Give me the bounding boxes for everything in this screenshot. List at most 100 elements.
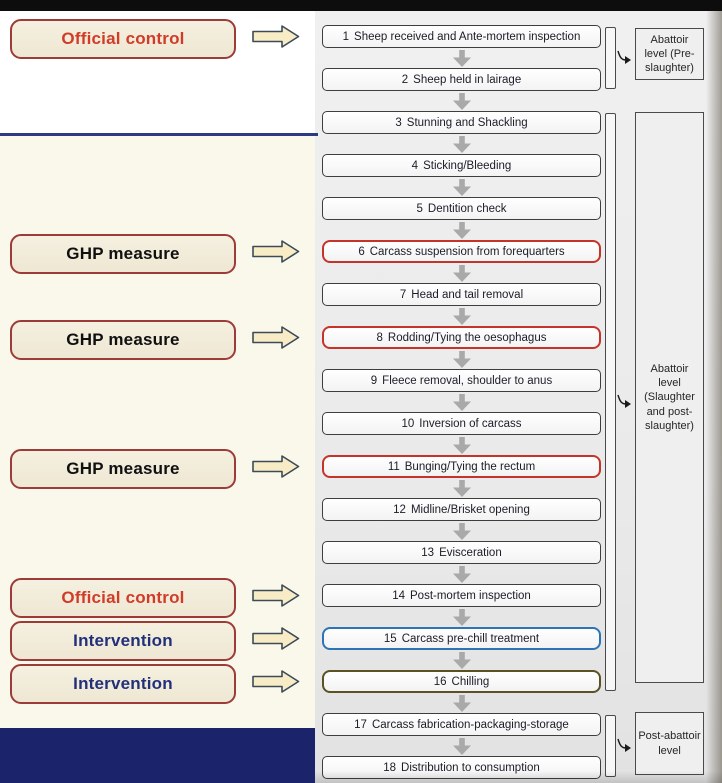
flow-down-arrow-icon	[322, 564, 601, 584]
stage-bracket	[605, 27, 616, 89]
top-black-bar	[0, 0, 722, 11]
stage-label-box: Post-abattoir level	[635, 712, 704, 775]
step-number: 10	[401, 417, 415, 430]
control-label-text: Intervention	[73, 630, 173, 650]
step-number: 1	[342, 30, 350, 43]
step-number: 11	[387, 460, 400, 473]
step-box-10: 10 Inversion of carcass	[322, 412, 601, 435]
step-number: 3	[395, 116, 402, 129]
step-number: 9	[370, 374, 378, 387]
step-number: 7	[399, 288, 407, 301]
flow-down-arrow-icon	[322, 134, 601, 154]
flow-down-arrow-icon	[322, 435, 601, 455]
small-right-arrow-icon	[616, 394, 632, 409]
navy-footer-band	[0, 728, 315, 783]
official-control-label: Official control	[10, 577, 236, 618]
intervention-label: Intervention	[10, 663, 236, 704]
step-number: 14	[392, 589, 405, 602]
bottom-edge-shadow	[315, 771, 722, 783]
step-label: Sticking/Bleeding	[423, 159, 512, 172]
flow-down-arrow-icon	[322, 693, 601, 713]
right-block-arrow-icon	[252, 455, 300, 478]
step-box-3: 3 Stunning and Shackling	[322, 111, 601, 134]
step-number: 6	[358, 245, 365, 258]
stage-label-text: Abattoir level (Slaughter and post-slaug…	[644, 362, 695, 432]
flow-down-arrow-icon	[322, 392, 601, 412]
intervention-label: Intervention	[10, 620, 236, 661]
control-label-text: GHP measure	[66, 458, 180, 478]
right-block-arrow-icon	[252, 670, 300, 693]
step-box-1: 1 Sheep received and Ante-mortem inspecti…	[322, 25, 601, 48]
step-box-12: 12 Midline/Brisket opening	[322, 498, 601, 521]
control-label-text: GHP measure	[66, 243, 180, 263]
control-label-text: Official control	[61, 587, 185, 607]
flow-down-arrow-icon	[322, 650, 601, 670]
flow-down-arrow-icon	[322, 521, 601, 541]
stage-label-text: Post-abattoir level	[638, 730, 701, 757]
step-number: 12	[393, 503, 406, 516]
step-label: Chilling	[451, 675, 490, 688]
step-label: Sheep received and Ante-mortem inspectio…	[354, 30, 581, 43]
step-number: 13	[421, 546, 435, 559]
flow-down-arrow-icon	[322, 263, 601, 283]
right-block-arrow-icon	[252, 326, 300, 349]
step-label: Stunning and Shackling	[406, 116, 528, 129]
flow-down-arrow-icon	[322, 306, 601, 326]
step-label: Carcass pre-chill treatment	[401, 632, 540, 645]
stage-bracket	[605, 715, 616, 777]
step-number: 17	[354, 718, 367, 731]
small-right-arrow-icon	[616, 738, 632, 753]
flow-down-arrow-icon	[322, 478, 601, 498]
step-box-5: 5 Dentition check	[322, 197, 601, 220]
step-label: Carcass suspension from forequarters	[369, 245, 565, 258]
step-box-11: 11 Bunging/Tying the rectum	[322, 455, 601, 478]
step-label: Midline/Brisket opening	[410, 503, 530, 516]
flow-down-arrow-icon	[322, 607, 601, 627]
step-box-2: 2 Sheep held in lairage	[322, 68, 601, 91]
step-box-6: 6 Carcass suspension from forequarters	[322, 240, 601, 263]
control-label-text: Official control	[61, 28, 185, 48]
step-label: Post-mortem inspection	[410, 589, 531, 602]
step-box-17: 17 Carcass fabrication-packaging-storage	[322, 713, 601, 736]
right-block-arrow-icon	[252, 25, 300, 48]
stage-bracket	[605, 113, 616, 691]
control-label-text: GHP measure	[66, 329, 180, 349]
step-number: 2	[401, 73, 409, 86]
right-edge-shadow	[706, 11, 722, 783]
step-number: 18	[383, 761, 397, 774]
flow-down-arrow-icon	[322, 177, 601, 197]
step-label: Rodding/Tying the oesophagus	[387, 331, 547, 344]
step-label: Fleece removal, shoulder to anus	[382, 374, 553, 387]
step-label: Carcass fabrication-packaging-storage	[371, 718, 569, 731]
small-right-arrow-icon	[616, 50, 632, 65]
step-number: 5	[416, 202, 423, 215]
flow-down-arrow-icon	[322, 349, 601, 369]
step-box-13: 13 Evisceration	[322, 541, 601, 564]
step-number: 4	[411, 159, 419, 172]
step-label: Distribution to consumption	[401, 761, 540, 774]
right-block-arrow-icon	[252, 240, 300, 263]
step-number: 8	[376, 331, 383, 344]
official-control-label: Official control	[10, 18, 236, 59]
process-steps-column: 1 Sheep received and Ante-mortem inspecti…	[322, 25, 601, 779]
flow-down-arrow-icon	[322, 48, 601, 68]
step-box-14: 14 Post-mortem inspection	[322, 584, 601, 607]
right-block-arrow-icon	[252, 627, 300, 650]
step-label: Dentition check	[427, 202, 507, 215]
stage-label-box: Abattoir level (Slaughter and post-slaug…	[635, 112, 704, 683]
stage-label-box: Abattoir level (Pre-slaughter)	[635, 28, 704, 80]
step-box-9: 9 Fleece removal, shoulder to anus	[322, 369, 601, 392]
right-block-arrow-icon	[252, 584, 300, 607]
step-label: Evisceration	[439, 546, 502, 559]
ghp-measure-label: GHP measure	[10, 233, 236, 274]
ghp-measure-label: GHP measure	[10, 319, 236, 360]
step-label: Sheep held in lairage	[413, 73, 522, 86]
step-label: Inversion of carcass	[419, 417, 522, 430]
step-label: Bunging/Tying the rectum	[404, 460, 536, 473]
stage-label-text: Abattoir level (Pre-slaughter)	[644, 33, 695, 75]
control-label-text: Intervention	[73, 673, 173, 693]
flow-down-arrow-icon	[322, 91, 601, 111]
